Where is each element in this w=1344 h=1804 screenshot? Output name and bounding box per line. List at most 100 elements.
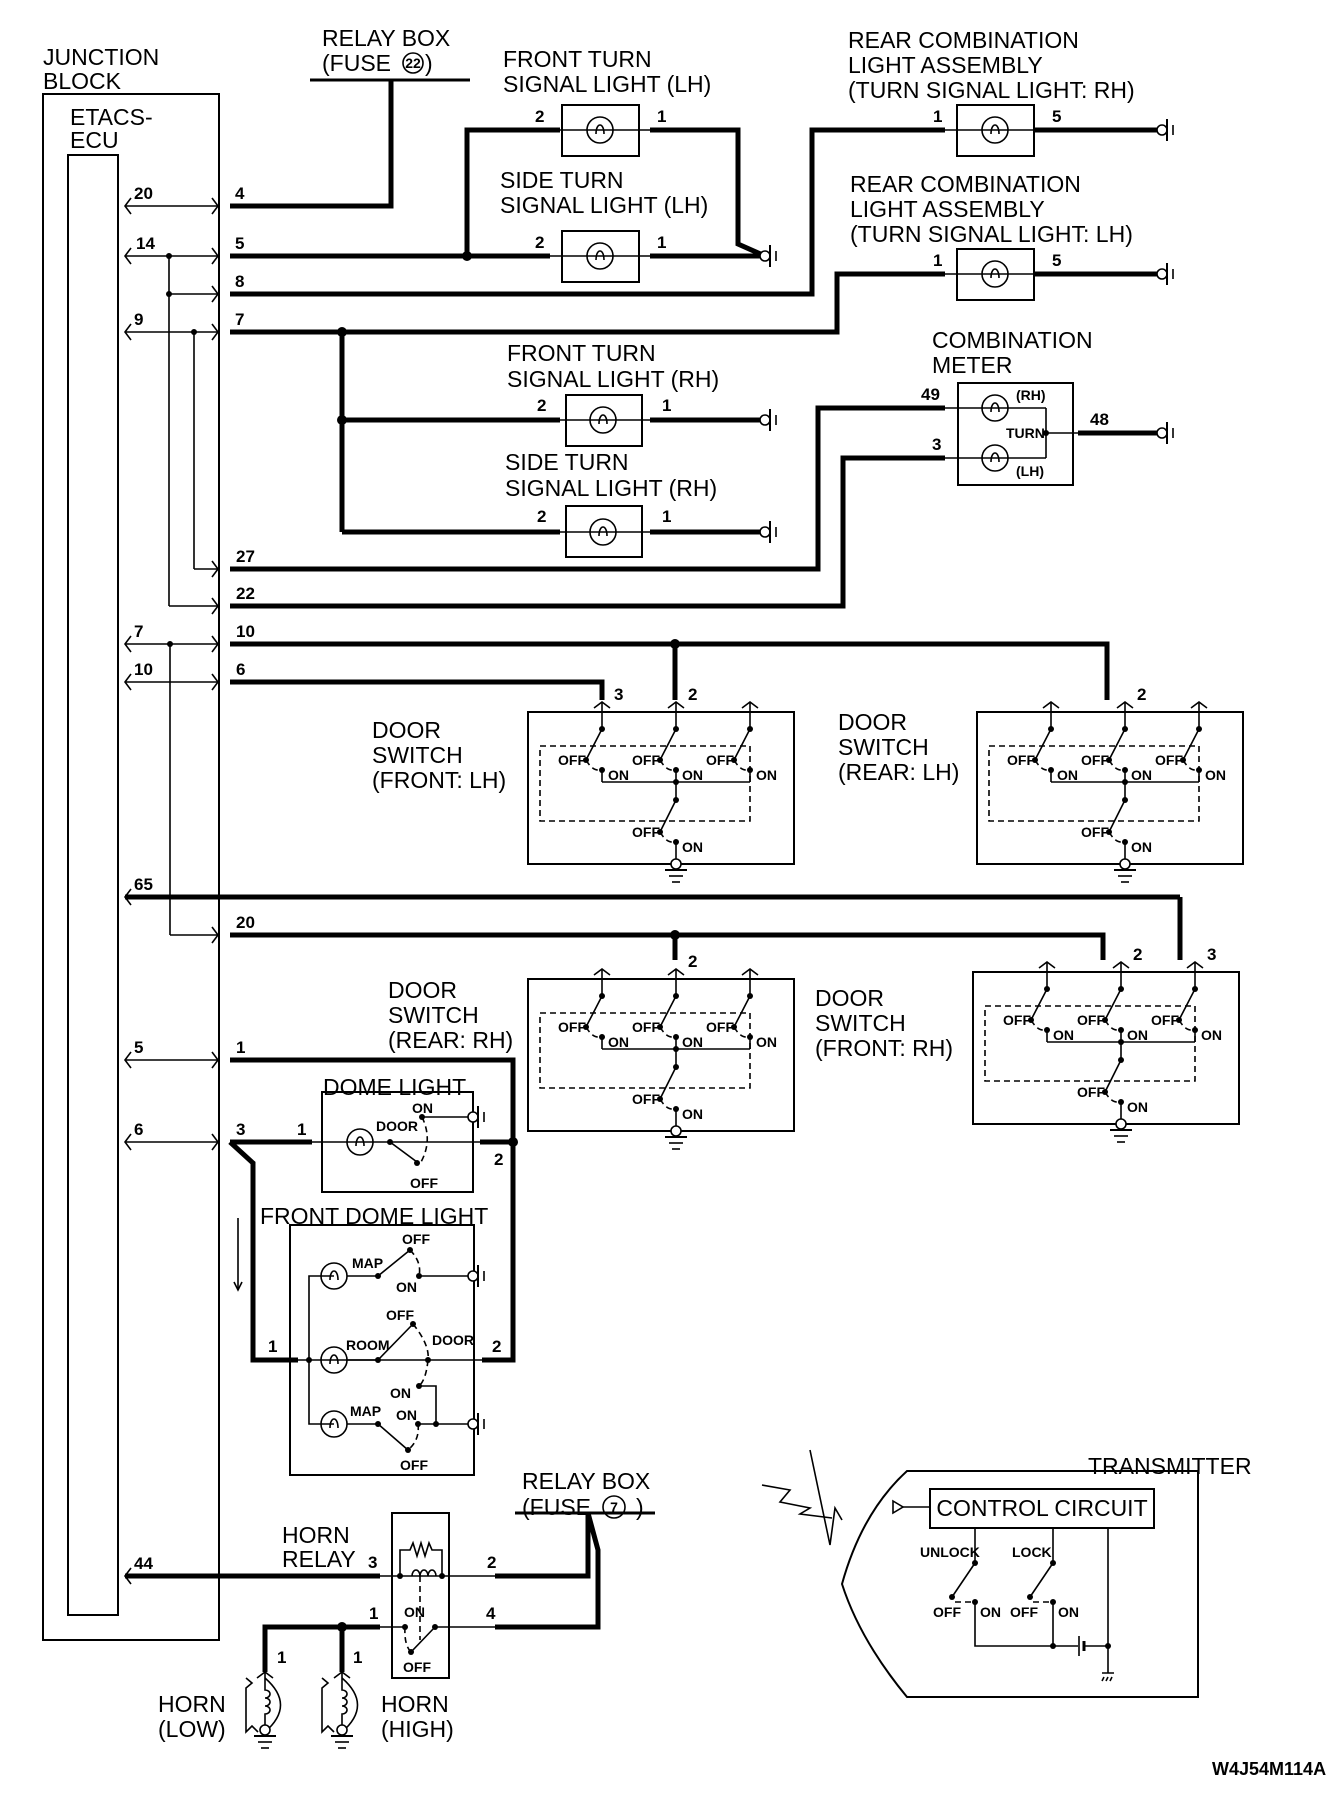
switch-on-label: ON — [390, 1385, 411, 1401]
component-title: (LOW) — [158, 1716, 226, 1742]
pin: 5 — [1052, 251, 1061, 270]
jb-internal-wiring — [124, 197, 219, 1151]
switch-off-label: OFF — [402, 1231, 430, 1247]
pin: 1 — [933, 107, 942, 126]
paren: ) — [425, 50, 433, 76]
pin: 1 — [662, 507, 671, 526]
pin: 2 — [487, 1553, 496, 1572]
switch-on-label: ON — [396, 1279, 417, 1295]
meter-rh-label: (RH) — [1016, 387, 1046, 403]
switch-off-label: OFF — [1007, 752, 1035, 768]
ecu-pin: 10 — [134, 660, 153, 679]
switch-off-label: OFF — [400, 1457, 428, 1473]
pin: 1 — [369, 1604, 378, 1623]
ecu-pin: 7 — [134, 622, 143, 641]
switch-on-label: ON — [1053, 1027, 1074, 1043]
pin: 1 — [353, 1648, 362, 1667]
combination-meter: COMBINATION METER (RH) TURN (LH) 49 3 48 — [921, 327, 1109, 486]
switch-off-label: OFF — [706, 752, 734, 768]
component-title: REAR COMBINATION — [850, 171, 1081, 197]
component-title: HORN — [282, 1522, 350, 1548]
switch-on-label: ON — [756, 1034, 777, 1050]
switch-on-label: ON — [682, 839, 703, 855]
meter-lh-label: (LH) — [1016, 463, 1044, 479]
switch-off-label: OFF — [1010, 1604, 1038, 1620]
component-title: SWITCH — [388, 1002, 479, 1028]
ground-icon — [664, 858, 688, 883]
pin: 1 — [268, 1337, 277, 1356]
radio-wave-icon — [809, 1449, 843, 1546]
switch-off-label: OFF — [410, 1175, 438, 1191]
switch-on-label: ON — [682, 767, 703, 783]
ecu-pin: 20 — [134, 184, 153, 203]
unlock-label: UNLOCK — [920, 1544, 980, 1560]
component-title: (TURN SIGNAL LIGHT: RH) — [848, 77, 1135, 103]
pin: 2 — [1133, 945, 1142, 964]
pin: 1 — [297, 1120, 306, 1139]
component-title: REAR COMBINATION — [848, 27, 1079, 53]
switch-off-label: OFF — [632, 1019, 660, 1035]
turn-signal-wiring — [230, 118, 1174, 609]
pin: 4 — [486, 1604, 496, 1623]
switch-off-label: OFF — [632, 752, 660, 768]
component-title: METER — [932, 352, 1013, 378]
control-circuit-box — [929, 1488, 1155, 1529]
horn-relay: HORN RELAY ON OFF 3 2 1 4 — [282, 1512, 496, 1679]
paren: ) — [636, 1494, 644, 1520]
switch-off-label: OFF — [1081, 824, 1109, 840]
component-title: SWITCH — [815, 1010, 906, 1036]
switch-on-label: ON — [1131, 839, 1152, 855]
component-title: FRONT TURN — [503, 46, 652, 72]
pin: 3 — [368, 1553, 377, 1572]
switch-off-label: OFF — [1081, 752, 1109, 768]
switch-on-label: ON — [980, 1604, 1001, 1620]
component-title: SIDE TURN — [505, 449, 629, 475]
switch-off-label: OFF — [558, 752, 586, 768]
switch-on-label: ON — [608, 1034, 629, 1050]
pin: 49 — [921, 385, 940, 404]
switch-on-label: ON — [756, 767, 777, 783]
jb-pin-labels: 4 5 8 7 27 22 10 6 20 1 3 — [235, 184, 255, 1139]
radio-wave-icon — [761, 1484, 833, 1519]
switch-off-label: OFF — [403, 1659, 431, 1675]
jb-pin: 7 — [235, 310, 244, 329]
component-title: (TURN SIGNAL LIGHT: LH) — [850, 221, 1133, 247]
lock-label: LOCK — [1012, 1544, 1052, 1560]
switch-off-label: OFF — [1077, 1084, 1105, 1100]
switch-on-label: ON — [1205, 767, 1226, 783]
component-title: LIGHT ASSEMBLY — [848, 52, 1043, 78]
relay-box-title: RELAY BOX — [322, 25, 450, 51]
relay-box-fuse-label: (FUSE — [522, 1494, 591, 1520]
map-label: MAP — [352, 1255, 383, 1271]
door-switch-wiring — [124, 639, 1183, 960]
pin: 5 — [1052, 107, 1061, 126]
pin: 1 — [657, 107, 666, 126]
drawing-code: W4J54M114A — [1212, 1759, 1326, 1779]
pin: 2 — [537, 396, 546, 415]
component-title: DOOR — [372, 717, 441, 743]
switch-on-label: ON — [1058, 1604, 1079, 1620]
pin: 2 — [688, 685, 697, 704]
component-title: SIDE TURN — [500, 167, 624, 193]
pin: 2 — [535, 233, 544, 252]
jb-pin: 6 — [236, 660, 245, 679]
relay-box-fuse-7: RELAY BOX (FUSE 7 ) — [515, 1468, 655, 1520]
switch-off-label: OFF — [1155, 752, 1183, 768]
relay-box-title: RELAY BOX — [522, 1468, 650, 1494]
meter-turn-label: TURN — [1006, 425, 1045, 441]
ecu-pin: 5 — [134, 1038, 143, 1057]
pin: 3 — [614, 685, 623, 704]
component-title: SIGNAL LIGHT (LH) — [503, 71, 711, 97]
jb-pin: 3 — [236, 1120, 245, 1139]
component-title: HORN — [158, 1691, 226, 1717]
component-title: RELAY — [282, 1546, 356, 1572]
component-title: TRANSMITTER — [1088, 1453, 1252, 1479]
component-title: SWITCH — [838, 734, 929, 760]
pin: 2 — [1137, 685, 1146, 704]
switch-on-label: ON — [1057, 767, 1078, 783]
